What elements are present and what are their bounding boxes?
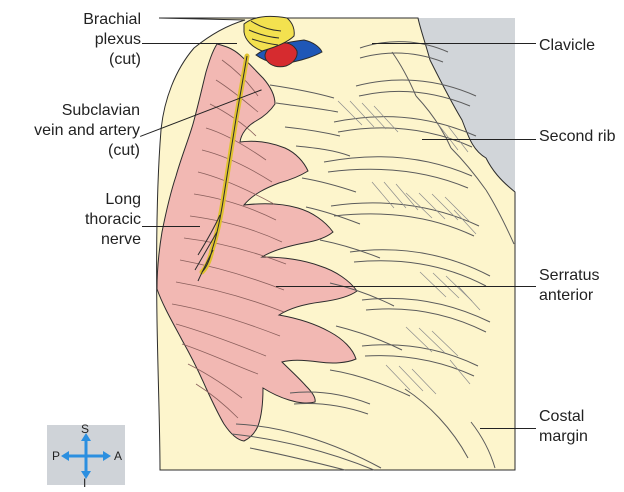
- label-clavicle: Clavicle: [539, 36, 595, 56]
- label-costal-line2: margin: [539, 427, 588, 447]
- leader-second-rib: [422, 139, 536, 140]
- label-costal-line1: Costal: [539, 407, 588, 427]
- leader-clavicle: [372, 43, 536, 44]
- label-brachial-plexus-line1: Brachial: [57, 10, 141, 30]
- compass-inferior: I: [83, 477, 86, 489]
- label-second-rib: Second rib: [539, 127, 616, 147]
- arrow-right-icon: [103, 451, 111, 461]
- label-serratus-line1: Serratus: [539, 266, 599, 286]
- label-serratus-anterior: Serratus anterior: [539, 266, 599, 306]
- label-long-thoracic-line1: Long: [57, 190, 141, 210]
- leader-long-thoracic: [142, 226, 200, 227]
- label-subclavian-line2: vein and artery: [8, 121, 140, 141]
- label-subclavian-vessels: Subclavian vein and artery (cut): [8, 101, 140, 161]
- compass-superior: S: [81, 423, 89, 435]
- arrow-left-icon: [61, 451, 69, 461]
- label-brachial-plexus-line3: (cut): [57, 50, 141, 70]
- label-brachial-plexus: Brachial plexus (cut): [57, 10, 141, 70]
- compass-anterior: A: [114, 450, 122, 462]
- label-costal-margin: Costal margin: [539, 407, 588, 447]
- label-long-thoracic-nerve: Long thoracic nerve: [57, 190, 141, 250]
- label-long-thoracic-line3: nerve: [57, 230, 141, 250]
- orientation-compass: S P A I: [47, 425, 125, 485]
- label-serratus-line2: anterior: [539, 286, 599, 306]
- leader-costal-margin: [480, 428, 536, 429]
- label-subclavian-line3: (cut): [8, 141, 140, 161]
- label-brachial-plexus-line2: plexus: [57, 30, 141, 50]
- leader-brachial-plexus: [142, 43, 237, 44]
- leader-serratus: [276, 286, 536, 287]
- label-subclavian-line1: Subclavian: [8, 101, 140, 121]
- compass-posterior: P: [52, 450, 60, 462]
- label-long-thoracic-line2: thoracic: [57, 210, 141, 230]
